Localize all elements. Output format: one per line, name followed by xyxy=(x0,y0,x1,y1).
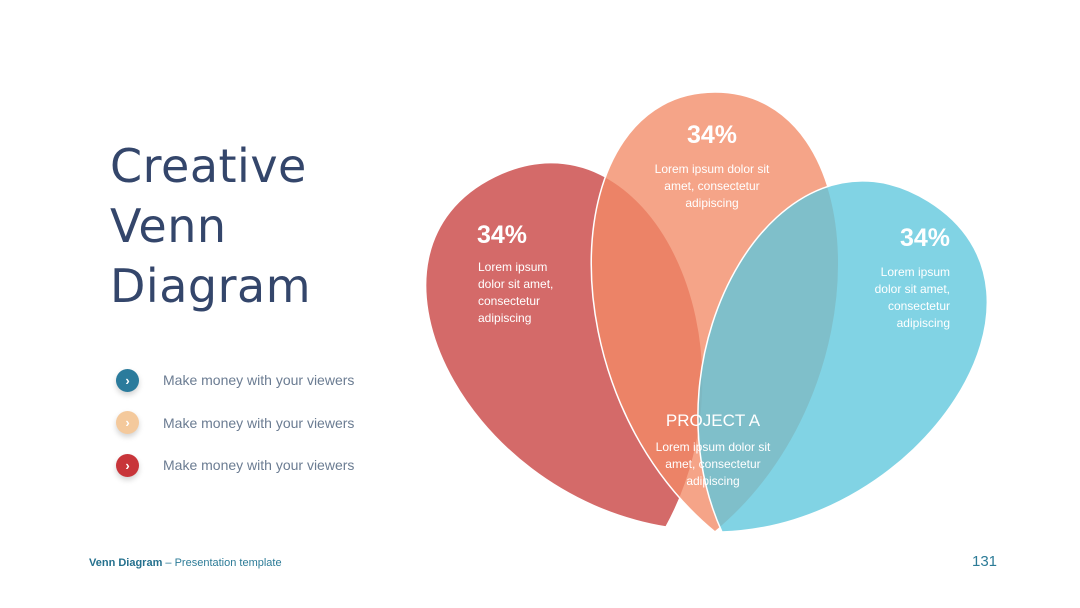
footer-brand: Venn Diagram xyxy=(89,557,163,569)
right-desc-4: adipiscing xyxy=(897,316,950,330)
bullet-item-3: › Make money with your viewers xyxy=(116,451,354,479)
center-desc-2: amet, consectetur xyxy=(665,457,760,471)
bullet-list: › Make money with your viewers › Make mo… xyxy=(116,366,354,494)
right-percent: 34% xyxy=(900,224,950,252)
right-desc-2: dolor sit amet, xyxy=(875,282,950,296)
bullet-text: Make money with your viewers xyxy=(163,372,355,388)
footer-caption: Venn Diagram – Presentation template xyxy=(89,557,282,569)
chevron-right-icon: › xyxy=(116,453,139,477)
top-desc-2: amet, consectetur xyxy=(664,179,759,193)
left-percent: 34% xyxy=(477,221,527,249)
page-number: 131 xyxy=(972,553,998,570)
center-title: PROJECT A xyxy=(666,411,761,430)
slide-title: Creative Venn Diagram xyxy=(110,136,430,316)
title-line-1: Creative xyxy=(110,139,307,193)
chevron-right-icon: › xyxy=(116,411,139,434)
top-percent: 34% xyxy=(687,121,737,149)
title-line-2: Venn xyxy=(110,199,227,253)
left-desc-2: dolor sit amet, xyxy=(478,277,553,291)
left-desc-1: Lorem ipsum xyxy=(478,260,547,274)
top-desc-3: adipiscing xyxy=(685,196,738,210)
center-desc-3: adipiscing xyxy=(686,474,739,488)
right-desc-3: consectetur xyxy=(888,299,950,313)
left-desc-3: consectetur xyxy=(478,294,540,308)
venn-petal-right xyxy=(697,180,989,533)
title-line-3: Diagram xyxy=(110,259,311,313)
bullet-text: Make money with your viewers xyxy=(163,457,355,473)
center-desc-1: Lorem ipsum dolor sit xyxy=(656,440,771,454)
top-desc-1: Lorem ipsum dolor sit xyxy=(655,162,770,176)
left-desc-4: adipiscing xyxy=(478,311,531,325)
chevron-right-icon: › xyxy=(116,368,139,392)
right-desc-1: Lorem ipsum xyxy=(881,265,950,279)
footer-subtitle: – Presentation template xyxy=(162,557,282,569)
bullet-text: Make money with your viewers xyxy=(163,414,355,431)
bullet-item-2: › Make money with your viewers xyxy=(116,409,354,437)
bullet-item-1: › Make money with your viewers xyxy=(116,366,354,394)
